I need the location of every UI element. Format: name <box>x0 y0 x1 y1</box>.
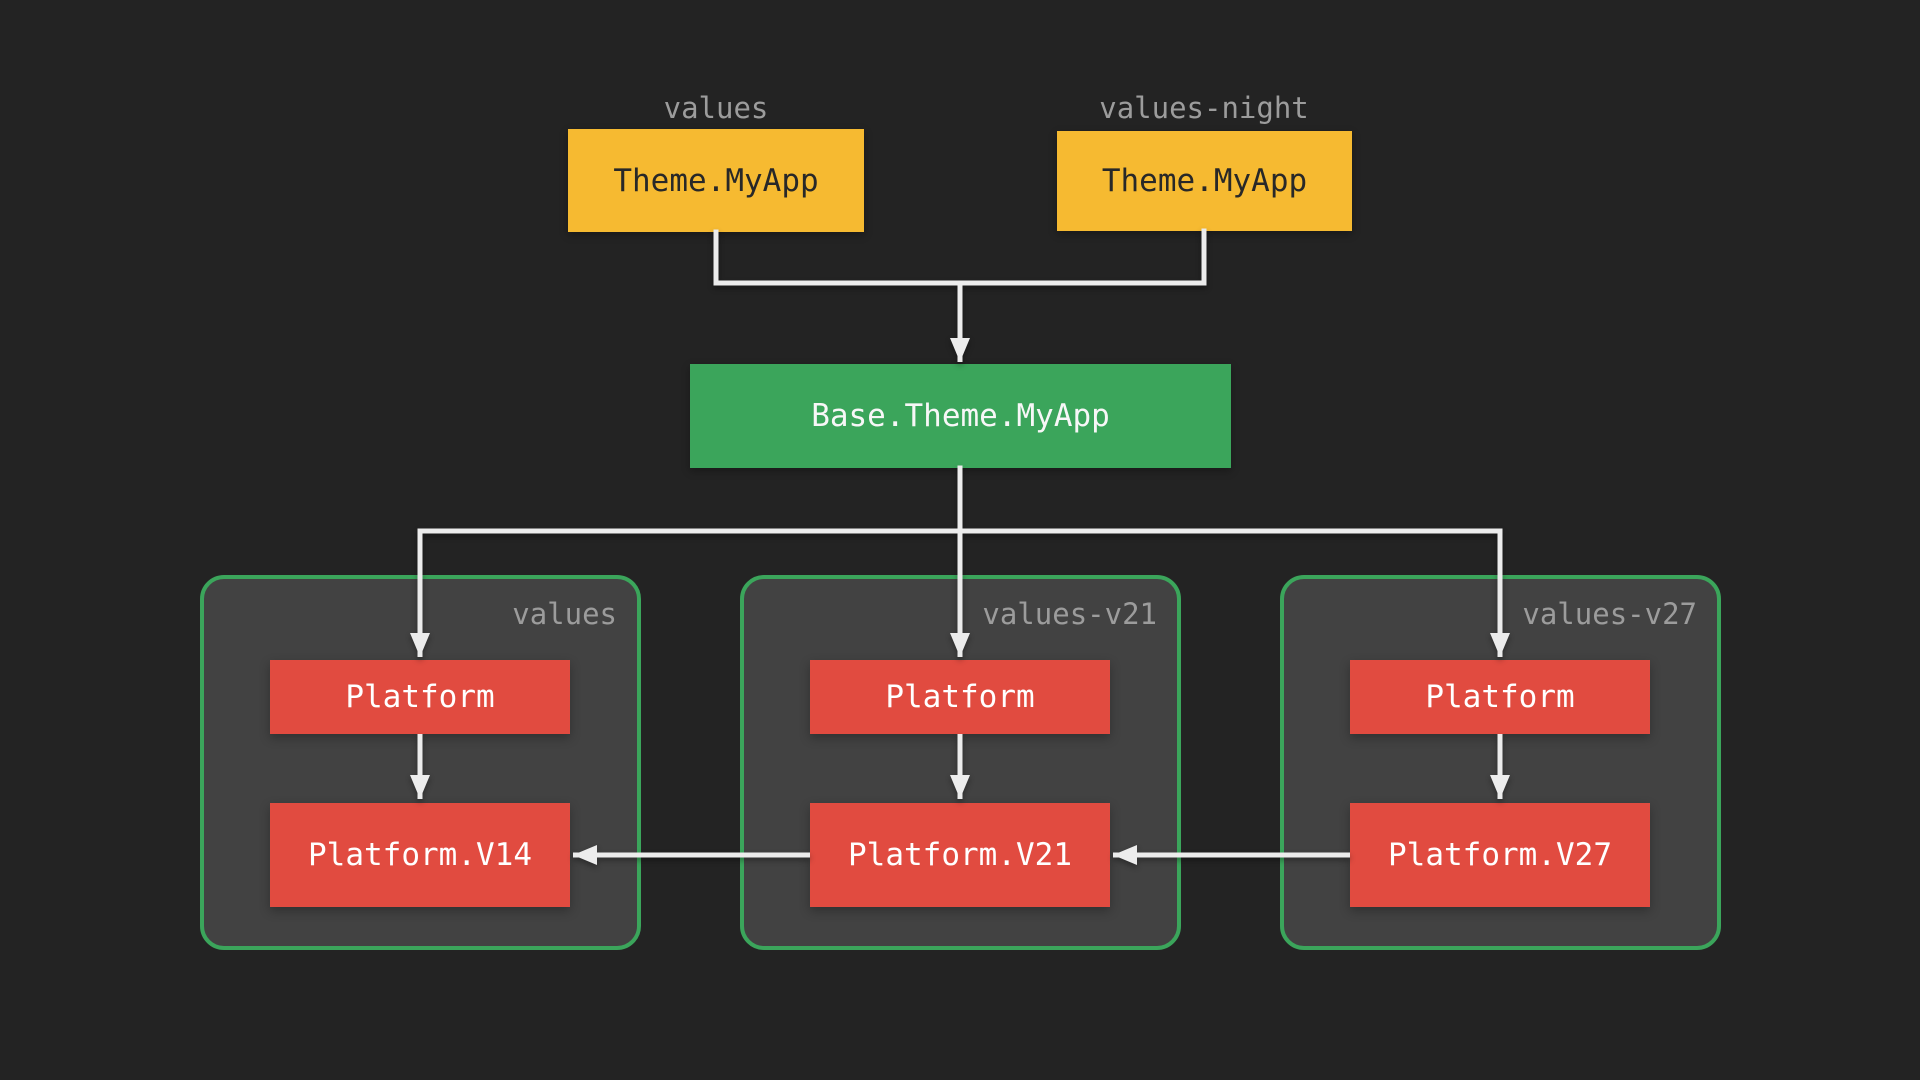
node-base-theme-myapp: Base.Theme.MyApp <box>690 364 1231 468</box>
node-platform-values: Platform <box>270 660 570 734</box>
group-values: values Platform Platform.V14 <box>200 575 641 950</box>
group-label-values: values <box>512 597 617 631</box>
node-platform-values-v27: Platform <box>1350 660 1650 734</box>
connector-base-split <box>417 465 1503 534</box>
qualifier-label-values-night: values-night <box>1099 91 1309 125</box>
connector-theme-merge <box>713 228 1207 286</box>
qualifier-label-values: values <box>663 91 769 125</box>
node-theme-myapp-values-night: Theme.MyApp <box>1057 131 1352 231</box>
group-label-values-v27: values-v27 <box>1522 597 1697 631</box>
group-label-values-v21: values-v21 <box>982 597 1157 631</box>
node-theme-myapp-values: Theme.MyApp <box>568 129 864 232</box>
node-platform-v14: Platform.V14 <box>270 803 570 907</box>
group-values-v21: values-v21 Platform Platform.V21 <box>740 575 1181 950</box>
node-platform-v21: Platform.V21 <box>810 803 1110 907</box>
group-values-v27: values-v27 Platform Platform.V27 <box>1280 575 1721 950</box>
node-platform-values-v21: Platform <box>810 660 1110 734</box>
node-platform-v27: Platform.V27 <box>1350 803 1650 907</box>
